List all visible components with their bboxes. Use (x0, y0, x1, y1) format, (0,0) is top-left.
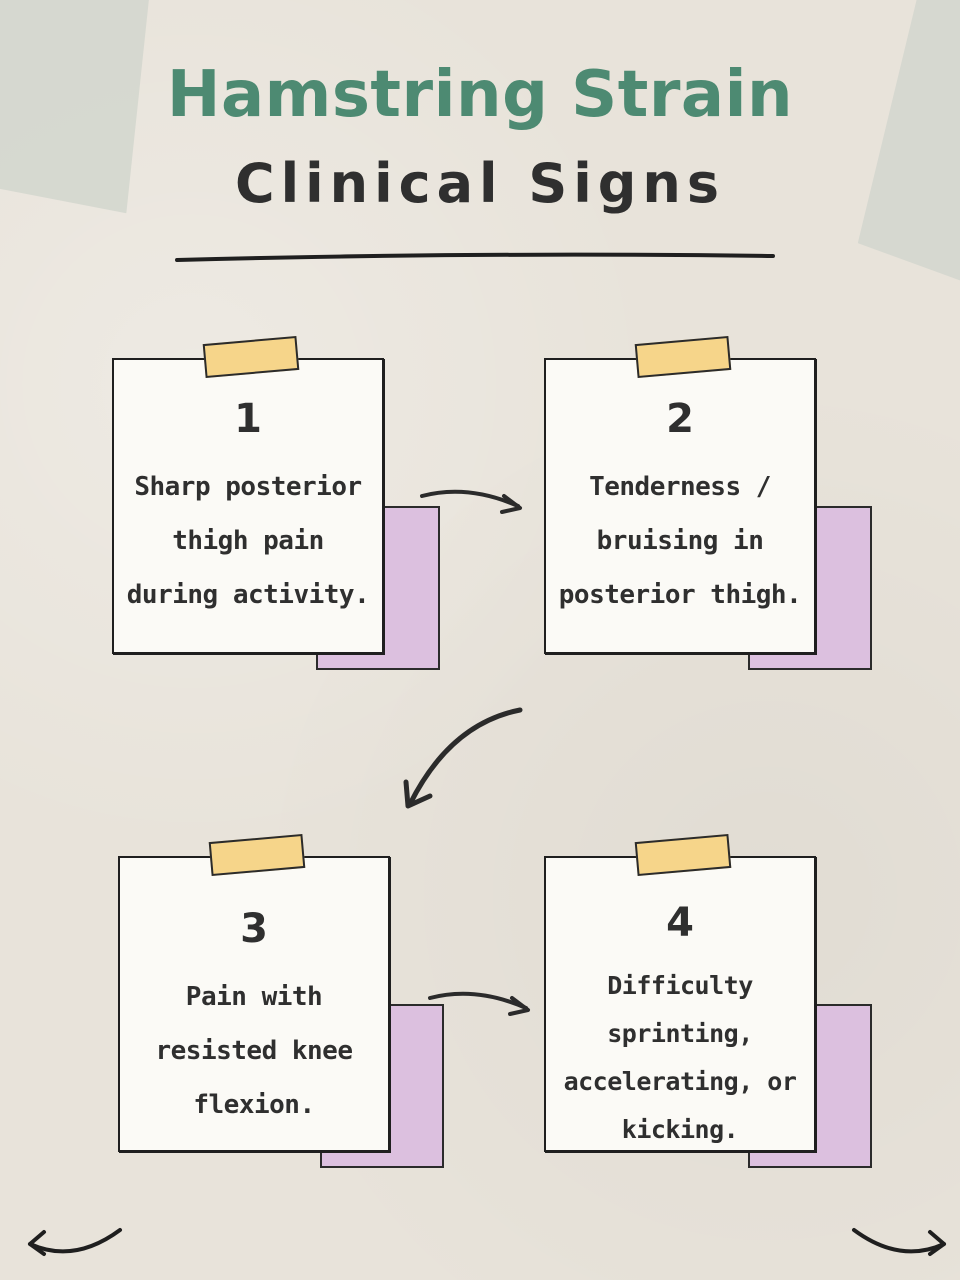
curved-arrow-icon (428, 991, 530, 1016)
sign-card-3: 3 Pain with resisted knee flexion. (118, 833, 444, 1176)
card-number: 4 (666, 900, 694, 946)
curved-arrow-icon (403, 707, 523, 809)
sign-card-4: 4 Difficulty sprinting, accelerating, or… (544, 833, 872, 1176)
card-text: Difficulty sprinting, accelerating, or k… (563, 971, 797, 1144)
sign-card-face: 3 Pain with resisted knee flexion. (118, 833, 390, 1152)
tape-strip (208, 833, 306, 877)
arrow-right-icon[interactable] (850, 1224, 950, 1264)
card-text: Pain with resisted knee flexion. (155, 982, 354, 1120)
title-underline (175, 252, 775, 262)
card-number: 3 (240, 906, 268, 952)
sign-card-2: 2 Tenderness / bruising in posterior thi… (544, 335, 872, 678)
sign-card-face: 1 Sharp posterior thigh pain during acti… (112, 335, 384, 654)
sign-card-face: 4 Difficulty sprinting, accelerating, or… (544, 833, 816, 1152)
card-text: Tenderness / bruising in posterior thigh… (558, 472, 802, 610)
tape-strip (634, 833, 732, 877)
curved-arrow-icon (420, 489, 522, 514)
tape-strip (634, 335, 732, 379)
card-number: 1 (234, 396, 262, 442)
card-text: Sharp posterior thigh pain during activi… (126, 472, 370, 610)
sign-card-1: 1 Sharp posterior thigh pain during acti… (112, 335, 440, 678)
sign-card-face: 2 Tenderness / bruising in posterior thi… (544, 335, 816, 654)
tape-strip (202, 335, 300, 379)
page-subtitle: Clinical Signs (234, 152, 725, 215)
page-title: Hamstring Strain (166, 58, 794, 132)
arrow-left-icon[interactable] (24, 1224, 124, 1264)
card-number: 2 (666, 396, 694, 442)
